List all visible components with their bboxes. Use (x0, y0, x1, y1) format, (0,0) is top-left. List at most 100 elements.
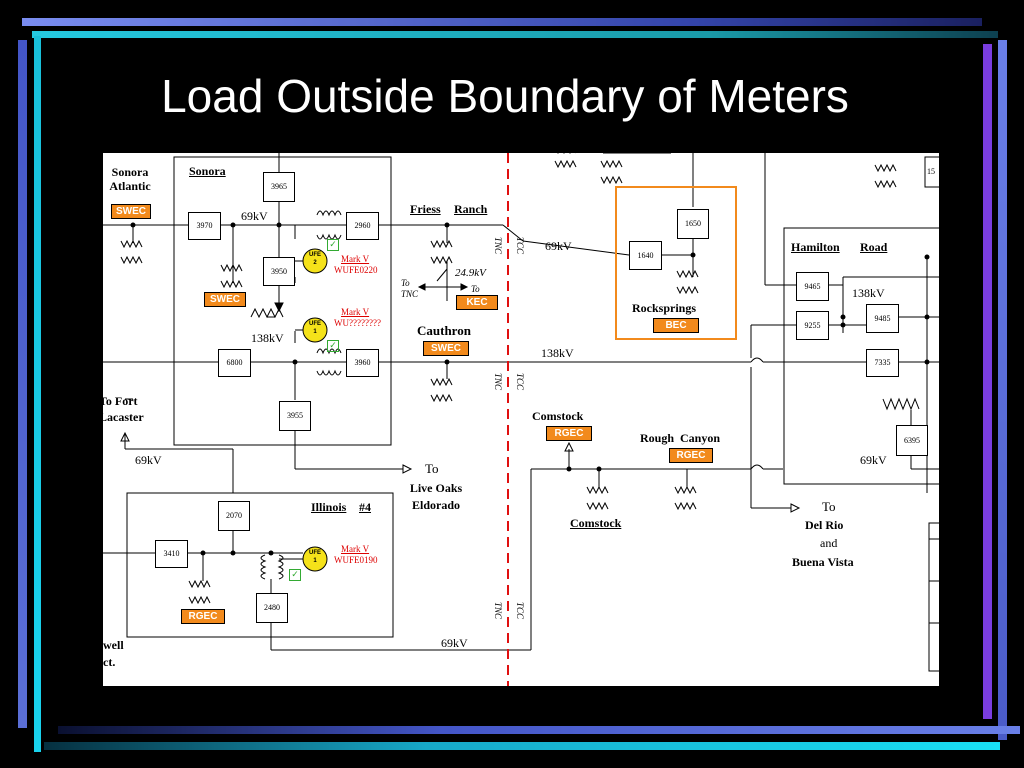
label-to-tnc: To TNC (401, 278, 419, 299)
label-comstock-top: Comstock (532, 409, 584, 423)
check-icon-2: ✓ (327, 340, 339, 352)
voltage-138kv-sonora: 138kV (251, 331, 284, 345)
load-sonora-138 (250, 307, 284, 319)
load-cauthron (430, 377, 453, 403)
label-to-small: To (471, 284, 480, 294)
frame-bar-left-blue (18, 40, 27, 728)
load-comstock-a (586, 485, 609, 511)
sonora-substation-box (173, 156, 392, 446)
bus-15: 15 (927, 167, 935, 176)
label-road: Road (860, 240, 888, 254)
bus-9465: 9465 (796, 272, 829, 301)
tag-swec-sonora: SWEC (204, 292, 246, 307)
bus-3955: 3955 (279, 401, 311, 431)
ufe-2-label-top: UFE (309, 252, 321, 258)
voltage-69kv-fort: 69kV (135, 453, 162, 467)
frame-bar-bottom-cyan (44, 742, 1000, 750)
boundary-tcc-mid: TCC (515, 373, 525, 391)
tag-kec: KEC (456, 295, 498, 310)
bus-6800: 6800 (218, 349, 251, 377)
check-icon-3: ✓ (289, 569, 301, 581)
load-illinois (188, 579, 211, 605)
boundary-tcc-top: TCC (515, 237, 525, 255)
frame-bar-bottom-blue (58, 726, 1020, 734)
bus-1640: 1640 (629, 241, 662, 270)
bus-15-box (924, 156, 939, 188)
load-top2 (600, 159, 623, 185)
label-ranch: Ranch (454, 202, 488, 216)
load-sonora (220, 263, 243, 289)
bus-3950: 3950 (263, 257, 295, 286)
meter-note-1-name: Mark V (341, 254, 370, 264)
bus-3970: 3970 (188, 212, 221, 240)
voltage-69kv-friess: 69kV (545, 239, 572, 253)
tag-bec: BEC (653, 318, 699, 333)
tag-rgec-rough-canyon: RGEC (669, 448, 713, 463)
load-comstock-b (674, 485, 697, 511)
boundary-tnc-bottom: TNC (493, 602, 503, 620)
meter-note-2-name: Mark V (341, 307, 370, 317)
voltage-138kv-mid: 138kV (541, 346, 574, 360)
label-cauthron: Cauthron (417, 323, 471, 338)
bus-7335: 7335 (866, 349, 899, 377)
label-live-oaks-to: To (425, 461, 439, 476)
bus-9255: 9255 (796, 311, 829, 340)
label-del-rio: Del Rio (805, 518, 844, 532)
label-illinois: Illinois (311, 500, 347, 514)
slide-title: Load Outside Boundary of Meters (161, 70, 849, 122)
label-friess: Friess (410, 202, 441, 216)
bus-6395: 6395 (896, 425, 928, 456)
frame-bar-right-purple (983, 44, 992, 719)
meter-note-2-id: WU???????? (334, 318, 381, 328)
bus-3965: 3965 (263, 172, 295, 202)
load-sonora-atlantic (120, 239, 143, 265)
load-top (554, 153, 577, 169)
frame-bar-left-cyan (34, 36, 41, 752)
load-hamilton (882, 397, 920, 411)
ufe-2-label-bottom: 2 (313, 260, 317, 266)
bus-3410: 3410 (155, 540, 188, 568)
load-friess (430, 239, 453, 265)
voltage-69kv-right: 69kV (860, 453, 887, 467)
bus-2070: 2070 (218, 501, 250, 531)
meter-note-1-id: WUFE0220 (334, 265, 378, 275)
load-top-right (874, 163, 897, 189)
rocksprings-area-box (615, 186, 737, 340)
label-buena-vista: Buena Vista (792, 555, 854, 569)
diagram-lines (103, 153, 939, 686)
ufe-1a-label-bottom: 1 (313, 329, 317, 335)
tag-rgec-illinois: RGEC (181, 609, 225, 624)
transmission-diagram: 3965 3970 2960 3950 6800 3960 3955 2070 … (103, 153, 939, 686)
label-comstock-bottom: Comstock (570, 516, 622, 530)
frame-bar-top-cyan (32, 31, 998, 38)
bus-2480: 2480 (256, 593, 288, 623)
boundary-tcc-bottom: TCC (515, 602, 525, 620)
label-rough-canyon: Rough Canyon (640, 431, 721, 445)
voltage-69kv-sonora: 69kV (241, 209, 268, 223)
ufe-1b-label-top: UFE (309, 550, 321, 556)
voltage-138kv-hamilton: 138kV (852, 286, 885, 300)
label-hamilton: Hamilton (791, 240, 840, 254)
meter-note-3-name: Mark V (341, 544, 370, 554)
tag-rgec-comstock: RGEC (546, 426, 592, 441)
bus-9485: 9485 (866, 304, 899, 333)
frame-bar-right-blue (998, 40, 1007, 740)
frame-bar-top-blue (22, 18, 982, 26)
illinois-substation-box (126, 492, 394, 638)
tag-swec-sonora-atlantic: SWEC (111, 204, 151, 219)
bus-1650: 1650 (677, 209, 709, 239)
label-fort-lacaster: To Fort Lacaster (103, 394, 144, 424)
ufe-1a-label-top: UFE (309, 321, 321, 327)
hamilton-substation-box (783, 227, 939, 485)
meter-note-3-id: WUFE0190 (334, 555, 378, 565)
bus-3960: 3960 (346, 349, 379, 377)
label-del-rio-to: To (822, 499, 836, 514)
load-rocksprings (676, 269, 699, 295)
label-rocksprings: Rocksprings (632, 301, 697, 315)
label-illinois-num: #4 (359, 500, 371, 514)
label-well-jct: well ct. (103, 638, 124, 669)
ufe-1b-label-bottom: 1 (313, 558, 317, 564)
label-sonora-atlantic: Sonora Atlantic (109, 165, 151, 193)
label-sonora: Sonora (189, 164, 226, 178)
voltage-69kv-bottom: 69kV (441, 636, 468, 650)
